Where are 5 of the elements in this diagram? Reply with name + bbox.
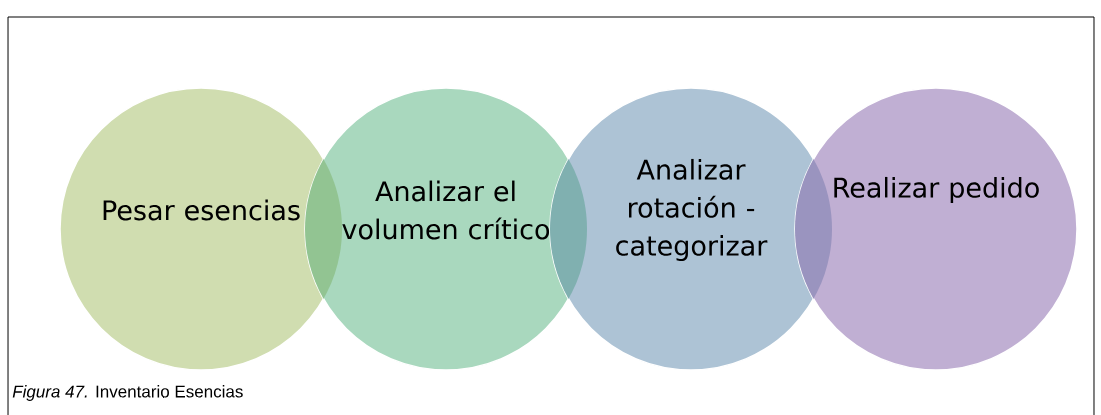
circle-step: Analizar rotación - categorizar (549, 87, 833, 371)
circle-step: Realizar pedido (794, 87, 1078, 371)
caption: Figura 47. Inventario Esencias (12, 385, 243, 401)
circle-step: Analizar el volumen crítico (304, 87, 588, 371)
circle-step: Pesar esencias (59, 87, 343, 371)
